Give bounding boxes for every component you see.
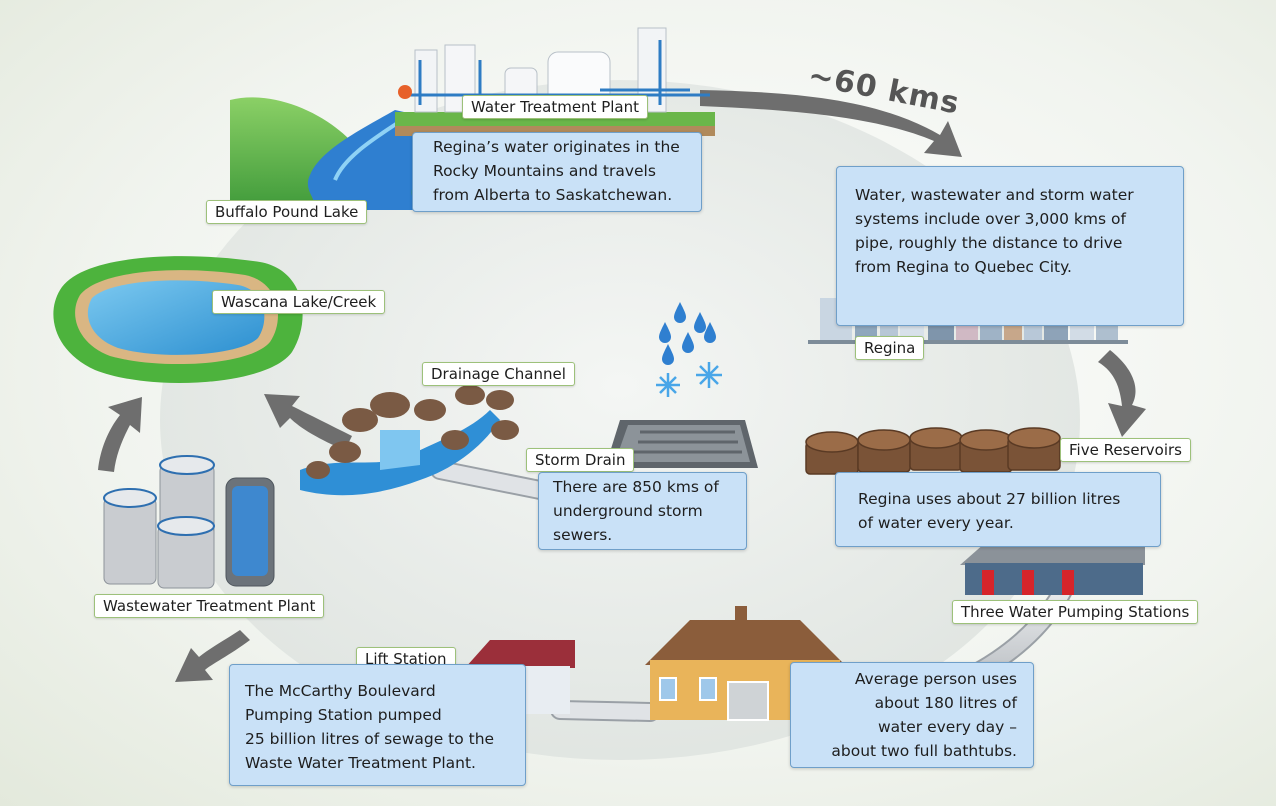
water-treatment-plant-label: Water Treatment Plant [462, 95, 648, 119]
pumping-station-icon [960, 543, 1145, 595]
five-reservoirs-label: Five Reservoirs [1060, 438, 1191, 462]
waterfall-icon [300, 385, 519, 496]
mccarthy-station-info: The McCarthy Boulevard Pumping Station p… [229, 664, 526, 786]
person-usage-info: Average person uses about 180 litres of … [790, 662, 1034, 768]
pipe-systems-info: Water, wastewater and storm water system… [836, 166, 1184, 326]
arrow-to-wascana [98, 397, 142, 472]
storm-drain-label: Storm Drain [526, 448, 635, 472]
wastewater-treatment-plant-label: Wastewater Treatment Plant [94, 594, 325, 618]
flow-arrows [98, 90, 1146, 682]
snowflake-icon [656, 362, 722, 397]
storm-drain-icon [605, 420, 758, 468]
storm-sewers-info: There are 850 kms of underground storm s… [538, 472, 747, 550]
regina-label: Regina [855, 336, 925, 360]
arrow-to-city [700, 90, 962, 157]
wascana-lake-creek-label: Wascana Lake/Creek [212, 290, 386, 314]
buffalo-pound-lake-label: Buffalo Pound Lake [206, 200, 368, 224]
arrow-to-wastewater [175, 630, 250, 682]
arrow-drainage-to-lake [264, 394, 352, 450]
water-origin-info: Regina’s water originates in the Rocky M… [412, 132, 702, 212]
drainage-channel-label: Drainage Channel [422, 362, 575, 386]
raindrop-icon [659, 302, 716, 365]
wastewater-plant-icon [103, 455, 275, 589]
arrow-to-reservoirs [1098, 350, 1146, 437]
three-water-pumping-stations-label: Three Water Pumping Stations [952, 600, 1199, 624]
reservoirs-usage-info: Regina uses about 27 billion litres of w… [835, 472, 1161, 547]
wascana-lake-icon [53, 256, 303, 383]
reservoir-icon [805, 427, 1061, 475]
